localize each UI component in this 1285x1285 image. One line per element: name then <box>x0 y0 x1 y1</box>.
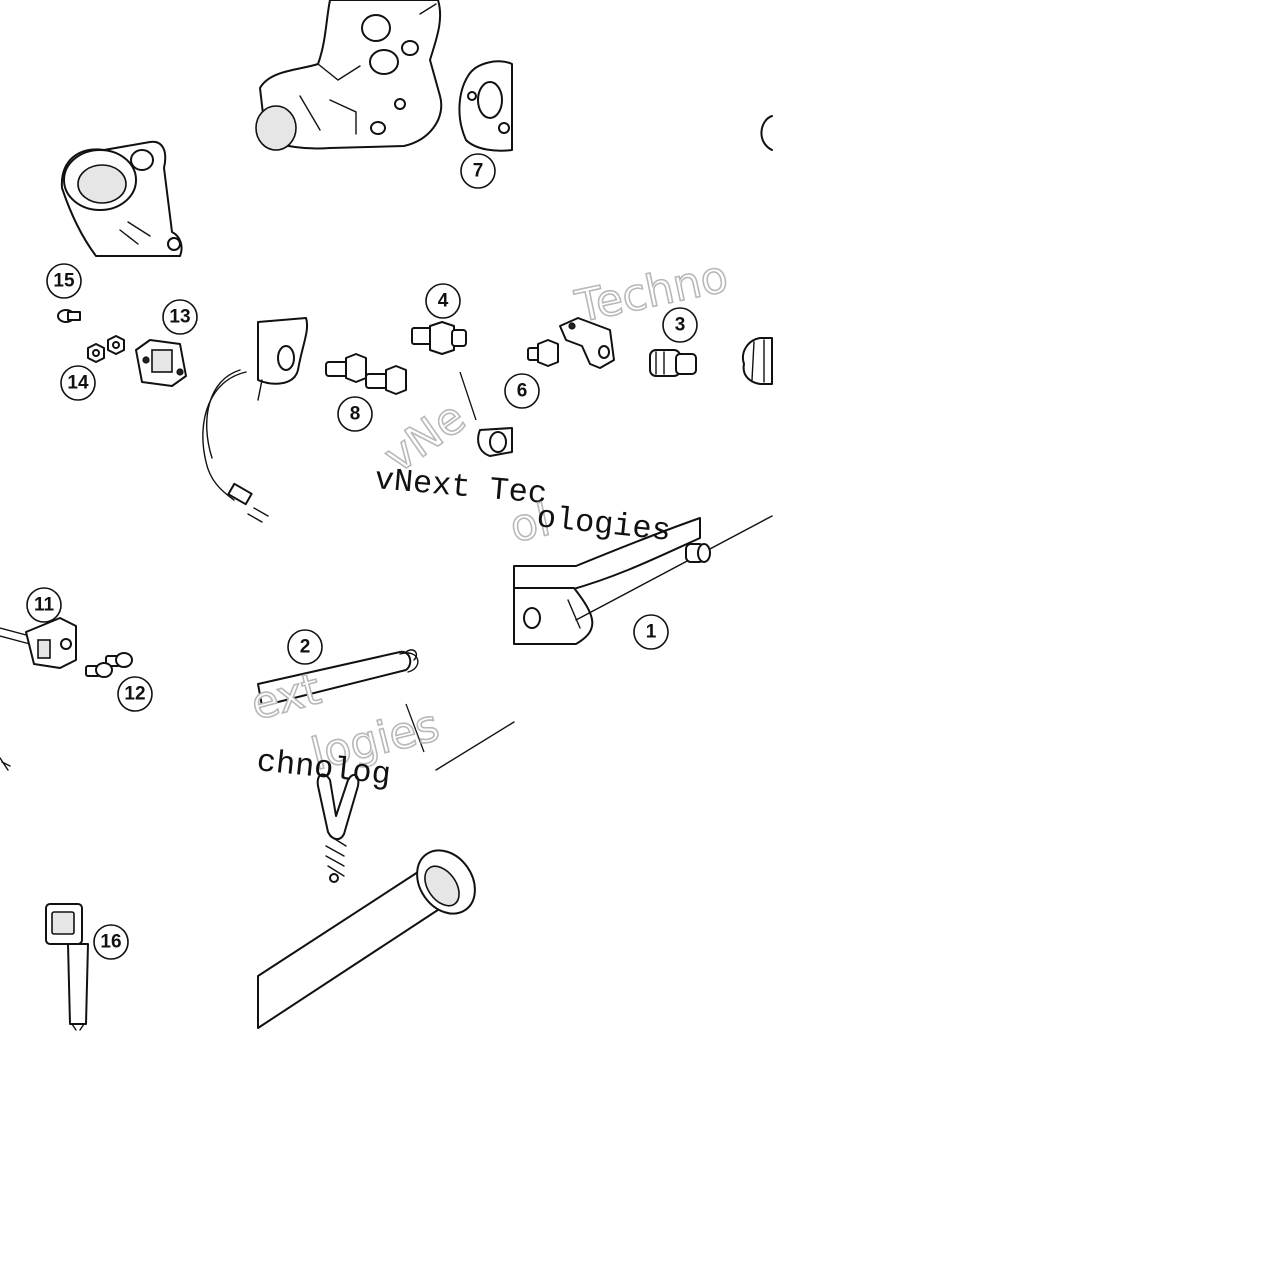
callout-6: 6 <box>504 373 540 409</box>
bracket-housing-part <box>255 0 443 151</box>
watermark-text: ext <box>246 663 326 730</box>
svg-text:4: 4 <box>438 291 449 312</box>
svg-text:13: 13 <box>169 307 190 328</box>
rod-fragment <box>435 721 515 771</box>
bolt-6-part <box>527 339 559 367</box>
lever-16-part <box>45 903 89 1031</box>
bolt-8-part <box>325 353 407 395</box>
svg-text:2: 2 <box>300 637 311 658</box>
leader-line-4 <box>459 371 477 421</box>
callout-14: 14 <box>60 365 96 401</box>
svg-text:8: 8 <box>350 404 361 425</box>
edge-fragment <box>0 757 11 771</box>
svg-text:16: 16 <box>100 932 121 953</box>
stand-tube-1-part <box>513 515 773 645</box>
rubber-boot-part <box>742 337 773 385</box>
callout-2: 2 <box>287 629 323 665</box>
fitting-3-part <box>649 349 697 377</box>
plug-part <box>685 543 711 563</box>
svg-text:14: 14 <box>67 373 89 394</box>
sensor-13-part <box>135 339 187 387</box>
svg-text:15: 15 <box>53 271 75 292</box>
gasket-plate-part <box>458 60 513 152</box>
callout-8: 8 <box>337 396 373 432</box>
callout-15: 15 <box>46 263 82 299</box>
callout-7: 7 <box>460 153 496 189</box>
watermark-text: ologies <box>535 499 673 550</box>
svg-text:6: 6 <box>517 381 528 402</box>
switch-11-part <box>0 617 77 669</box>
spring-2-part <box>257 649 419 707</box>
bracket-5-part <box>559 317 615 369</box>
bolt-15-part <box>57 309 81 323</box>
screw-12-part <box>85 652 133 678</box>
partial-ring-part <box>760 115 773 151</box>
callout-3: 3 <box>662 307 698 343</box>
lower-fitting-part <box>477 427 513 457</box>
pivot-arm-part <box>60 140 183 257</box>
svg-text:1: 1 <box>646 622 657 643</box>
svg-text:3: 3 <box>675 315 686 336</box>
callout-11: 11 <box>26 587 62 623</box>
leader-line-2 <box>405 703 425 753</box>
svg-text:12: 12 <box>124 684 145 705</box>
watermark-text: Techno <box>571 251 733 333</box>
callout-1: 1 <box>633 614 669 650</box>
clip-pin-part <box>316 773 360 883</box>
svg-text:7: 7 <box>473 161 484 182</box>
cable-bracket-part <box>202 317 308 523</box>
fitting-4-part <box>411 321 467 355</box>
nut-14-part <box>87 335 125 363</box>
callout-16: 16 <box>93 924 129 960</box>
callout-12: 12 <box>117 676 153 712</box>
callout-13: 13 <box>162 299 198 335</box>
svg-text:11: 11 <box>34 595 55 616</box>
long-pin-part <box>257 849 476 1029</box>
callout-4: 4 <box>425 283 461 319</box>
